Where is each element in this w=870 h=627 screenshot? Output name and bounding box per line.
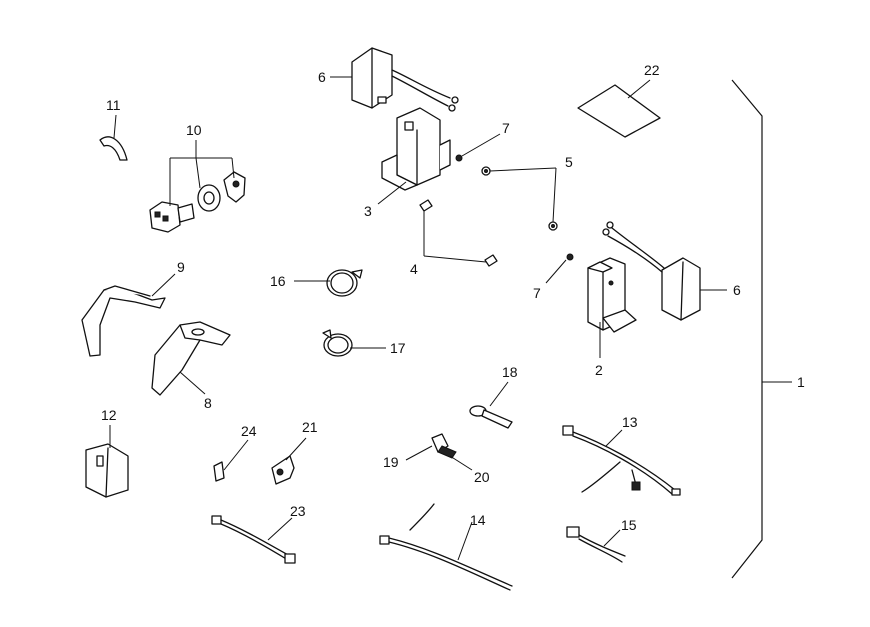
callout-19: 19 [383,454,399,470]
callout-4: 4 [410,261,418,277]
callout-12: 12 [101,407,117,423]
callout-7-top: 7 [502,120,510,136]
callout-16: 16 [270,273,286,289]
callout-1: 1 [797,374,805,390]
part-9-bracket [81,285,166,357]
callout-7-right: 7 [533,285,541,301]
callout-17: 17 [390,340,406,356]
callout-21: 21 [302,419,318,435]
callout-6-right: 6 [733,282,741,298]
callout-9: 9 [177,259,185,275]
assembly-bracket [731,79,763,579]
part-6-right-control-box [602,221,701,321]
callout-6-top: 6 [318,69,326,85]
part-7-nut-top [455,154,463,162]
part-2-bracket [587,257,637,333]
callout-18: 18 [502,364,518,380]
callout-24: 24 [241,423,257,439]
callout-2: 2 [595,362,603,378]
callout-23: 23 [290,503,306,519]
part-11-clip [99,136,128,161]
part-5-nuts [481,166,558,231]
part-6-top-control-box [351,47,459,112]
part-21-holder [271,455,295,485]
part-7-nut-right [566,253,574,261]
part-3-bracket [381,107,451,191]
leader-lines [109,76,727,561]
part-13-harness [562,425,681,496]
part-16-cable-tie [326,269,363,297]
part-19-20-connector [431,433,457,459]
callout-14: 14 [470,512,486,528]
part-12-relay-box [85,443,129,498]
part-4-screws [419,199,498,267]
part-22-label-sheet [577,84,661,138]
part-24-small-clip [213,461,225,482]
part-8-bracket [151,321,231,396]
part-23-harness [211,515,296,564]
callout-10: 10 [186,122,202,138]
callout-8: 8 [204,395,212,411]
part-18-ground-strap [469,405,513,429]
part-15-harness [566,526,626,563]
callout-13: 13 [622,414,638,430]
part-14-harness [379,503,513,591]
callout-22: 22 [644,62,660,78]
callout-20: 20 [474,469,490,485]
part-17-cable-tie [322,329,353,357]
callout-15: 15 [621,517,637,533]
callout-11: 11 [106,97,121,113]
callout-5: 5 [565,154,573,170]
part-10-switch-assembly [149,171,246,233]
callout-3: 3 [364,203,372,219]
